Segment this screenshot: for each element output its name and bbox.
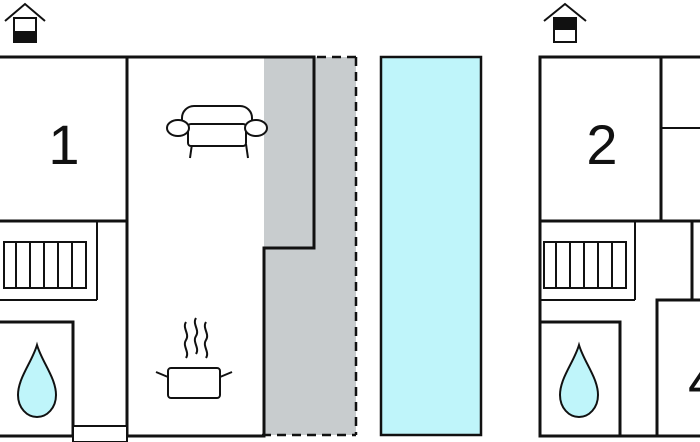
staircase-icon bbox=[3, 241, 87, 289]
entrance-step bbox=[72, 425, 128, 442]
upper-floor-plan: 2 4 bbox=[538, 55, 700, 438]
staircase-icon bbox=[543, 241, 627, 289]
cooking-pot-icon bbox=[155, 317, 233, 399]
ground-floor-outer-wall bbox=[0, 55, 316, 438]
room-number-2: 2 bbox=[586, 113, 617, 176]
room-number-1: 1 bbox=[48, 113, 79, 176]
room-number-4: 4 bbox=[688, 349, 700, 412]
water-drop-icon bbox=[558, 341, 600, 419]
ground-floor-plan: 1 bbox=[0, 55, 358, 442]
water-drop-icon bbox=[16, 341, 58, 419]
house-floor-ground-icon bbox=[4, 2, 46, 43]
terrace bbox=[264, 57, 356, 435]
house-floor-upper-icon bbox=[543, 2, 587, 43]
swimming-pool bbox=[379, 55, 483, 437]
sofa-icon bbox=[166, 105, 268, 159]
